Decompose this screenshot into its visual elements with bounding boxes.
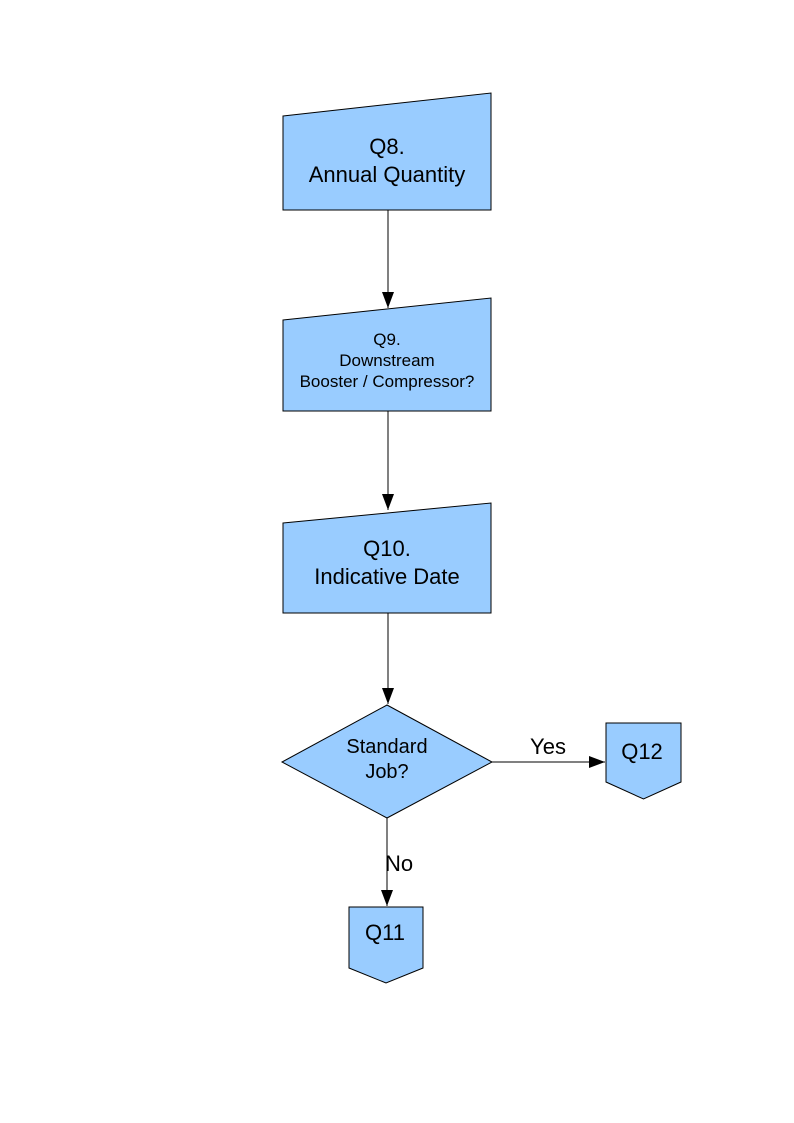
q11-offpage-connector-shape (348, 906, 424, 984)
q9-node-shape (282, 297, 492, 412)
no-edge-label: No (384, 851, 414, 876)
decision-label-line1: Standard (346, 736, 428, 758)
q11-connector-label: Q11 (365, 920, 405, 945)
q8-node-label: Q8. Annual Quantity (283, 112, 491, 210)
decision-node-label: Standard Job? (287, 715, 487, 805)
q9-label-line2: Downstream (339, 350, 435, 370)
q10-label-line1: Q10. (363, 535, 411, 561)
q9-node-label: Q9. Downstream Booster / Compressor? (283, 309, 491, 411)
yes-edge-label: Yes (530, 734, 566, 759)
q10-label-line2: Indicative Date (314, 563, 460, 589)
decision-diamond-shape (280, 704, 494, 819)
q10-node-label: Q10. Indicative Date (283, 512, 491, 613)
q8-label-line2: Annual Quantity (308, 162, 466, 187)
q9-label-line1: Q9. (373, 329, 401, 349)
decision-label-line2: Job? (365, 761, 409, 783)
q8-node-shape (282, 92, 492, 211)
q10-node-shape (282, 502, 492, 614)
q8-label-line1: Q8. (369, 134, 405, 159)
q12-connector-label: Q12 (621, 739, 663, 764)
q9-label-line3: Booster / Compressor? (299, 371, 475, 391)
q12-offpage-connector-shape (605, 722, 682, 800)
